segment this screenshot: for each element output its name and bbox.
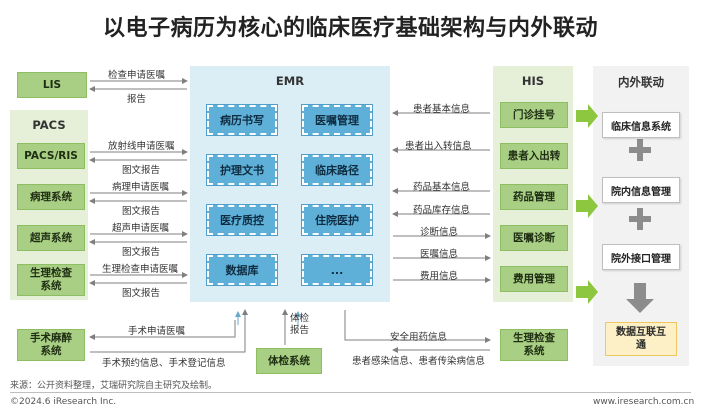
data-interconnect-box: 数据互联互通 [605,322,677,356]
physio-safe-drug-arrow [344,310,491,343]
source-note: 来源：公开资料整理，艾瑞研究院自主研究及绘制。 [10,381,218,391]
pathology-report-label: 图文报告 [122,206,161,217]
physio-report-label: 图文报告 [122,288,161,299]
lis-report-label: 报告 [127,94,147,105]
emr-item-3: 护理文书 [206,154,278,186]
copyright: ©2024.6 iResearch Inc. [10,397,117,407]
his-flow-label-1: 患者基本信息 [413,104,471,115]
pathology-request-label: 病理申请医嘱 [112,182,170,193]
ultrasound-box: 超声系统 [17,225,85,251]
anesthesia-box: 手术麻醉系统 [17,329,85,361]
anesthesia-request-label: 手术申请医嘱 [128,326,186,337]
physio-system-box: 生理检查系统 [500,329,568,361]
footer-divider [10,392,691,393]
pacs-ris-report-label: 图文报告 [122,165,161,176]
pacs-ris-request-label: 放射线申请医嘱 [108,141,175,152]
external-item-3: 院外接口管理 [602,244,680,270]
lis-request-label: 检查申请医嘱 [108,70,166,81]
pathology-box: 病理系统 [17,184,85,210]
external-item-1: 临床信息系统 [602,112,680,138]
his-flow-label-4: 药品库存信息 [413,205,471,216]
ultrasound-report-label: 图文报告 [122,247,161,258]
page-title: 以电子病历为核心的临床医疗基础架构与内外联动 [102,16,598,41]
anesthesia-info-arrow [90,309,248,353]
his-item-3: 药品管理 [500,184,568,210]
physio-infection-label: 患者感染信息、患者传染病信息 [352,356,486,367]
his-flow-label-3: 药品基本信息 [413,182,471,193]
physical-exam-box: 体检系统 [256,348,322,374]
physio-exam-box: 生理检查系统 [17,264,85,296]
emr-item-2: 医嘱管理 [301,104,373,136]
his-flow-label-7: 费用信息 [420,271,459,282]
emr-item-6: 住院医护 [301,204,373,236]
pacs-title: PACS [32,118,66,132]
external-title: 内外联动 [618,75,664,89]
pacs-ris-box: PACS/RIS [17,143,85,169]
emr-item-7: 数据库 [206,254,278,286]
anesthesia-request-arrow [89,320,236,340]
emr-item-8: ... [301,254,373,286]
his-flow-label-6: 医嘱信息 [420,249,459,260]
his-flow-label-5: 诊断信息 [420,227,459,238]
lis-box: LIS [17,72,87,98]
external-item-2: 院内信息管理 [602,177,680,203]
ultrasound-request-label: 超声申请医嘱 [112,223,170,234]
website: www.iresearch.com.cn [593,397,695,407]
his-to-external-arrows [576,104,598,304]
anesthesia-info-label: 手术预约信息、手术登记信息 [102,358,226,369]
emr-item-1: 病历书写 [206,104,278,136]
emr-item-4: 临床路径 [301,154,373,186]
down-arrow-icon [626,283,654,313]
emr-title: EMR [275,74,305,88]
his-item-2: 患者入出转 [500,143,568,169]
his-item-5: 费用管理 [500,266,568,292]
his-title: HIS [521,74,545,88]
his-flow-label-2: 患者出入转信息 [405,141,472,152]
his-item-1: 门诊挂号 [500,102,568,128]
emr-item-5: 医疗质控 [206,204,278,236]
physio-request-label: 生理检查申请医嘱 [102,264,179,275]
physical-exam-label: 体检报告 [290,313,310,336]
physio-safe-drug-label: 安全用药信息 [390,332,448,343]
his-item-4: 医嘱诊断 [500,225,568,251]
plus-signs [629,139,651,230]
